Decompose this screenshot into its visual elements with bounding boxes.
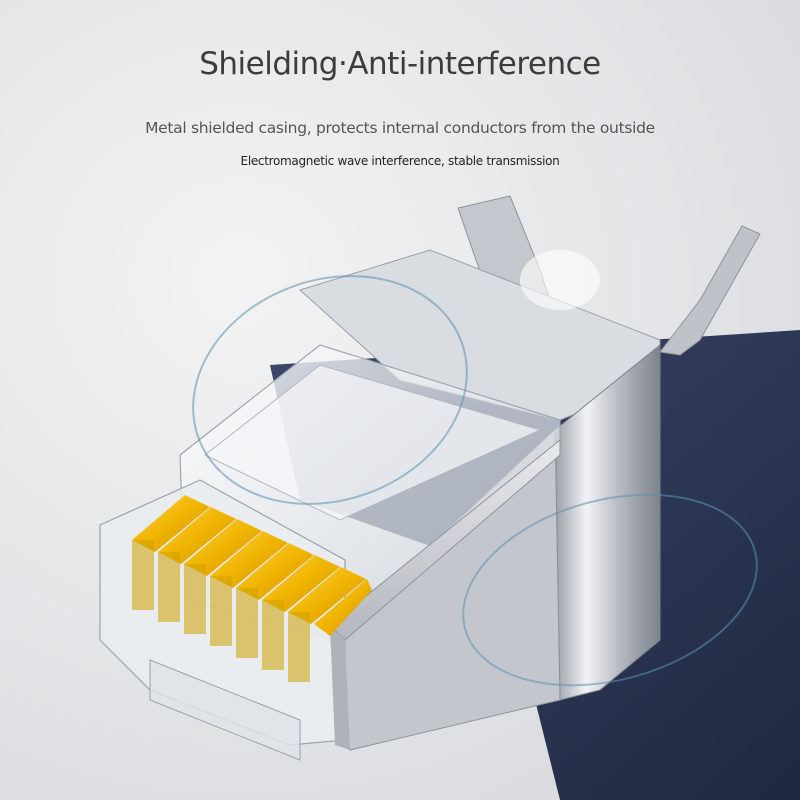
shield-tab-right <box>659 225 761 356</box>
glow-highlight <box>520 250 600 310</box>
gold-contacts <box>132 495 372 682</box>
interference-ring-right <box>462 493 758 687</box>
interference-ring-left <box>192 275 468 505</box>
subtitle-line-2: Electromagnetic wave interference, stabl… <box>240 154 560 168</box>
plastic-top-ridge <box>204 364 542 521</box>
shield-front-face <box>330 625 350 750</box>
subtitle-line-1: Metal shielded casing, protects internal… <box>145 119 655 137</box>
headline: Shielding·Anti-interference <box>199 46 601 82</box>
plastic-base <box>149 659 301 761</box>
